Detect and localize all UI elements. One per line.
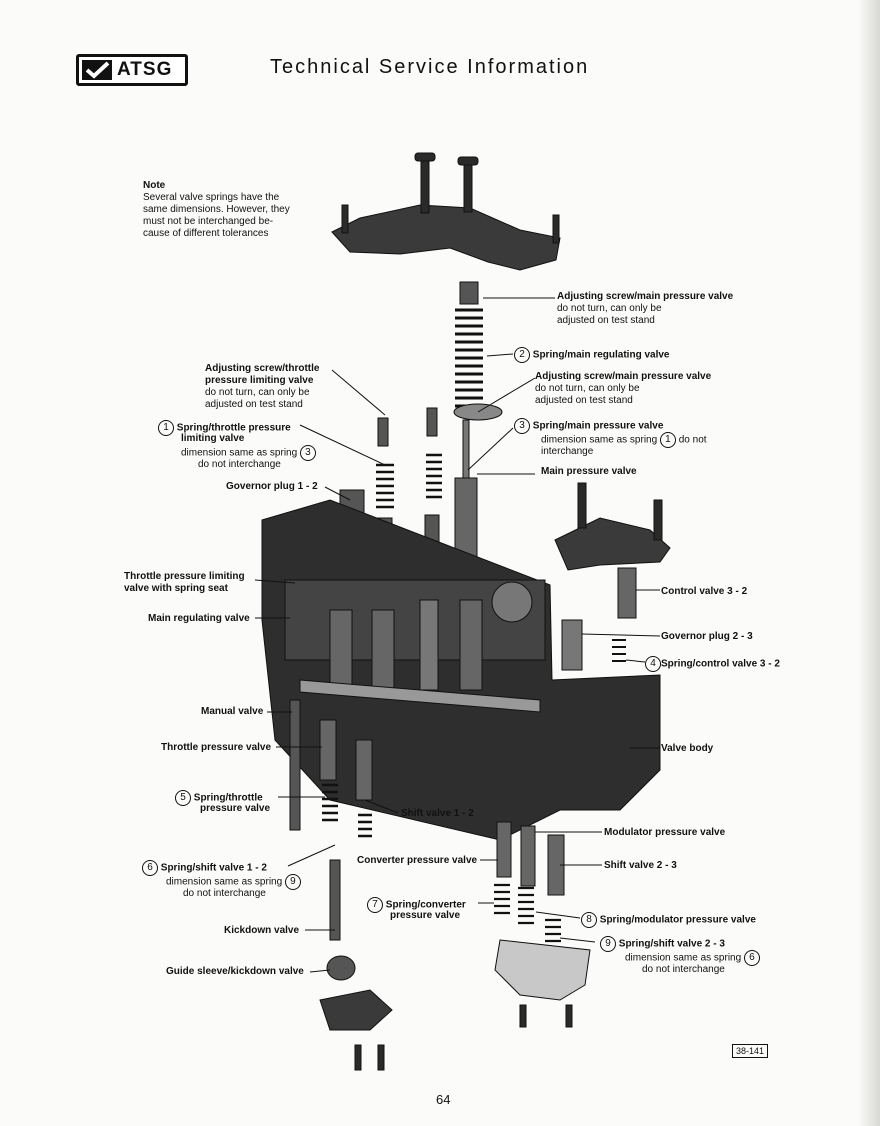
- note-line: cause of different tolerances: [143, 228, 269, 239]
- label-throttle-pressure-valve: Throttle pressure valve: [161, 742, 272, 753]
- label-spring-shift-23: 9 Spring/shift valve 2 - 3: [600, 936, 725, 952]
- callout-number: 3: [514, 418, 530, 434]
- label-title: Spring/throttle: [193, 792, 263, 804]
- label-line: interchange: [541, 446, 594, 457]
- label-kickdown-valve: Kickdown valve: [224, 925, 300, 936]
- label-line: dimension same as spring: [541, 434, 658, 446]
- label-line: do not interchange: [198, 459, 281, 470]
- label-title: limiting valve: [181, 433, 245, 444]
- label-title: Spring/main pressure valve: [532, 420, 664, 432]
- label-governor-plug-12: Governor plug 1 - 2: [226, 481, 318, 492]
- label-spring-converter: 7 Spring/converter: [367, 897, 466, 913]
- label-adj-screw-throttle: Adjusting screw/throttle: [205, 363, 320, 374]
- label-adj-screw-main-2-line: do not turn, can only be: [535, 383, 640, 394]
- figure-reference: 38-141: [732, 1044, 769, 1058]
- label-title: pressure valve: [200, 803, 271, 814]
- label-title: Spring/shift valve 1 - 2: [160, 862, 267, 874]
- note-line: must not be interchanged be-: [143, 216, 274, 227]
- label-spring-main-regulating: 2 Spring/main regulating valve: [514, 347, 669, 363]
- checkmark-icon: [82, 60, 112, 80]
- page-title: Technical Service Information: [270, 56, 590, 78]
- label-shift-valve-12: Shift valve 1 - 2: [401, 808, 474, 819]
- label-governor-plug-23: Governor plug 2 - 3: [661, 631, 753, 642]
- label-control-valve-32: Control valve 3 - 2: [661, 586, 748, 597]
- label-converter-pressure-valve: Converter pressure valve: [357, 855, 478, 866]
- logo-text: ATSG: [117, 59, 173, 80]
- label-adj-screw-throttle: pressure limiting valve: [205, 375, 314, 386]
- label-spring-modulator: 8 Spring/modulator pressure valve: [581, 912, 756, 928]
- label-spring-main-pressure-note: dimension same as spring 1 do not: [541, 432, 707, 448]
- label-title: pressure valve: [390, 910, 461, 921]
- callout-number: 9: [600, 936, 616, 952]
- label-throttle-limit-valve: valve with spring seat: [124, 583, 228, 594]
- label-title: Spring/control valve 3 - 2: [661, 658, 780, 670]
- callout-number: 7: [367, 897, 383, 913]
- label-line: dimension same as spring 9: [166, 874, 301, 890]
- label-spring-throttle-pv: 5 Spring/throttle: [175, 790, 263, 806]
- callout-number: 2: [514, 347, 530, 363]
- callout-ref: 9: [284, 874, 301, 890]
- note-line: same dimensions. However, they: [143, 204, 290, 215]
- label-title: Spring/converter: [385, 899, 466, 911]
- label-line: do not: [678, 434, 707, 446]
- label-adj-screw-main-2-title: Adjusting screw/main pressure valve: [535, 371, 712, 382]
- label-modulator-pressure-valve: Modulator pressure valve: [604, 827, 726, 838]
- page-edge-shadow: [858, 0, 880, 1126]
- callout-number: 5: [175, 790, 191, 806]
- callout-number: 4: [645, 656, 661, 672]
- label-adj-screw-main-title: Adjusting screw/main pressure valve: [557, 291, 734, 302]
- note-line: Several valve springs have the: [143, 192, 280, 203]
- label-line: do not interchange: [642, 964, 725, 975]
- label-throttle-limit-valve: Throttle pressure limiting: [124, 571, 245, 582]
- label-adj-screw-main-line: adjusted on test stand: [557, 315, 655, 326]
- atsg-logo: ATSG: [76, 54, 188, 86]
- callout-number: 8: [581, 912, 597, 928]
- label-line: adjusted on test stand: [205, 399, 303, 410]
- label-line: dimension same as spring 3: [181, 445, 316, 461]
- label-main-pressure-valve: Main pressure valve: [541, 466, 637, 477]
- label-adj-screw-main-line: do not turn, can only be: [557, 303, 662, 314]
- label-shift-valve-23: Shift valve 2 - 3: [604, 860, 677, 871]
- label-line: dimension same as spring 6: [625, 950, 760, 966]
- page-number: 64: [436, 1092, 451, 1107]
- callout-ref: 6: [743, 950, 760, 966]
- label-title: Spring/throttle pressure: [176, 422, 291, 434]
- callout-number: 1: [158, 420, 174, 436]
- callout-ref: 3: [299, 445, 316, 461]
- label-line: dimension same as spring: [181, 447, 298, 459]
- label-spring-main-pressure: 3 Spring/main pressure valve: [514, 418, 663, 434]
- label-title: Spring/main regulating valve: [532, 349, 670, 361]
- label-main-regulating-valve: Main regulating valve: [148, 613, 250, 624]
- label-guide-sleeve: Guide sleeve/kickdown valve: [166, 966, 304, 977]
- label-spring-throttle-limit: 1 Spring/throttle pressure: [158, 420, 291, 436]
- label-adj-screw-main-2-line: adjusted on test stand: [535, 395, 633, 406]
- label-spring-shift-12: 6 Spring/shift valve 1 - 2: [142, 860, 267, 876]
- label-manual-valve: Manual valve: [201, 706, 264, 717]
- label-valve-body: Valve body: [661, 743, 714, 754]
- callout-ref: 1: [659, 432, 676, 448]
- callout-number: 6: [142, 860, 158, 876]
- label-line: do not turn, can only be: [205, 387, 310, 398]
- label-line: dimension same as spring: [166, 876, 283, 888]
- note-heading: Note: [143, 180, 166, 191]
- label-line: do not interchange: [183, 888, 266, 899]
- label-line: dimension same as spring: [625, 952, 742, 964]
- label-title: Spring/shift valve 2 - 3: [618, 938, 725, 950]
- label-title: Spring/modulator pressure valve: [599, 914, 756, 926]
